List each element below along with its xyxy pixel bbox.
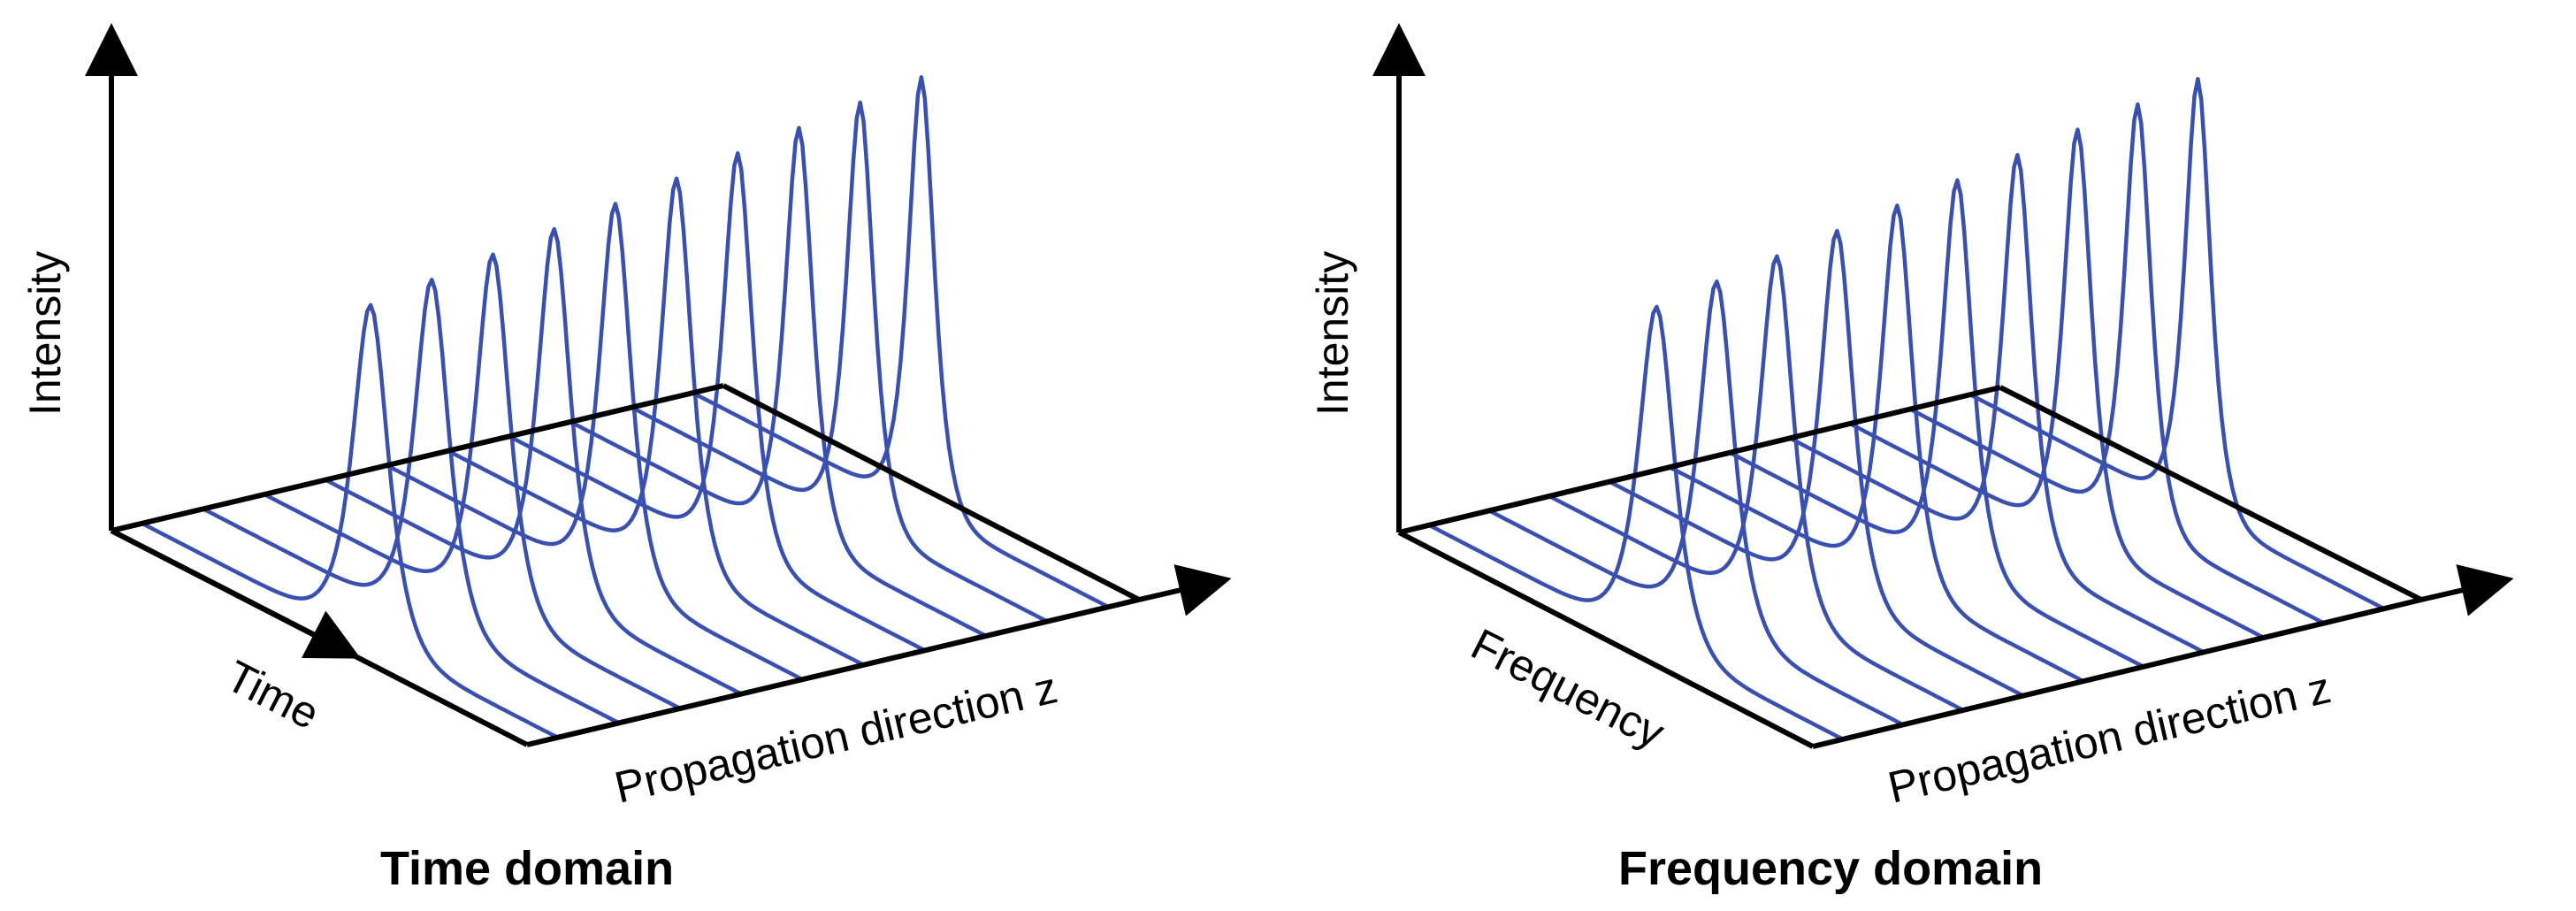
pulses-group [1426,77,2387,742]
time-axis-arrow [110,528,362,659]
floor-right-edge [1999,385,2423,602]
floor-bottom-edge [526,597,1140,747]
pulse-9 [1907,102,2327,625]
pulse-2 [201,278,622,725]
propagation-axis-label: Propagation direction z [610,662,1062,813]
pulse-8 [568,126,989,639]
pulse-10 [691,75,1111,609]
pulse-2 [1487,279,1906,727]
frequency-axis-label: Frequency [1464,619,1672,758]
pulse-3 [262,252,683,711]
floor-right-edge [722,383,1141,602]
panel-time-domain: Intensity Time Propagation direction z T… [20,23,1232,895]
floor-back-edge [1398,385,2001,535]
pulse-5 [1667,203,2086,684]
pulse-4 [323,226,744,696]
panel-frequency-domain: Intensity Frequency Propagation directio… [1308,23,2514,895]
intensity-axis-label: Intensity [20,251,70,416]
time-axis-label: Time [218,651,327,739]
pulse-9 [629,100,1050,624]
panel-caption: Frequency domain [1618,842,2043,895]
pulse-1 [140,302,560,740]
intensity-axis-label: Intensity [1308,251,1357,416]
pulse-3 [1547,254,1966,713]
panel-caption: Time domain [380,842,674,895]
pulse-7 [1787,152,2206,655]
pulse-8 [1847,127,2266,640]
floor-back-edge [111,383,724,533]
propagation-axis-arrow [2420,564,2514,616]
pulse-10 [1968,77,2387,611]
propagation-axis-arrow [1138,564,1232,616]
floor-grid [1397,385,2423,749]
pulse-4 [1607,228,2026,698]
floor-bottom-edge [1812,597,2422,749]
propagation-axis-label: Propagation direction z [1884,662,2335,813]
pulse-5 [385,202,805,682]
pulse-1 [1426,304,1846,742]
floor-front-edge [1397,530,1815,749]
